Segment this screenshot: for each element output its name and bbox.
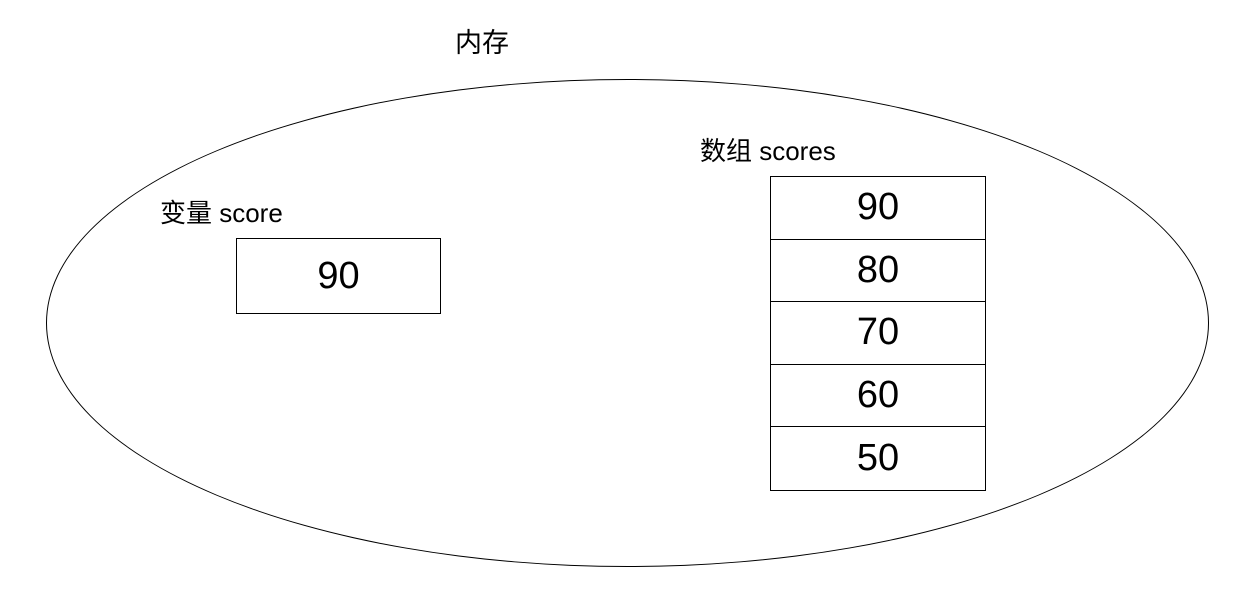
- memory-title: 内存: [455, 28, 509, 58]
- array-cell-3: 60: [771, 365, 985, 428]
- array-scores-box: 90 80 70 60 50: [770, 176, 986, 491]
- array-scores-label: 数组 scores: [700, 136, 836, 166]
- array-cell-2: 70: [771, 302, 985, 365]
- variable-score-value: 90: [317, 254, 360, 297]
- array-cell-0: 90: [771, 177, 985, 240]
- array-cell-1: 80: [771, 240, 985, 303]
- variable-score-label: 变量 score: [160, 198, 283, 228]
- memory-ellipse: [46, 79, 1209, 567]
- variable-score-box: 90: [236, 238, 441, 314]
- array-cell-4: 50: [856, 437, 900, 480]
